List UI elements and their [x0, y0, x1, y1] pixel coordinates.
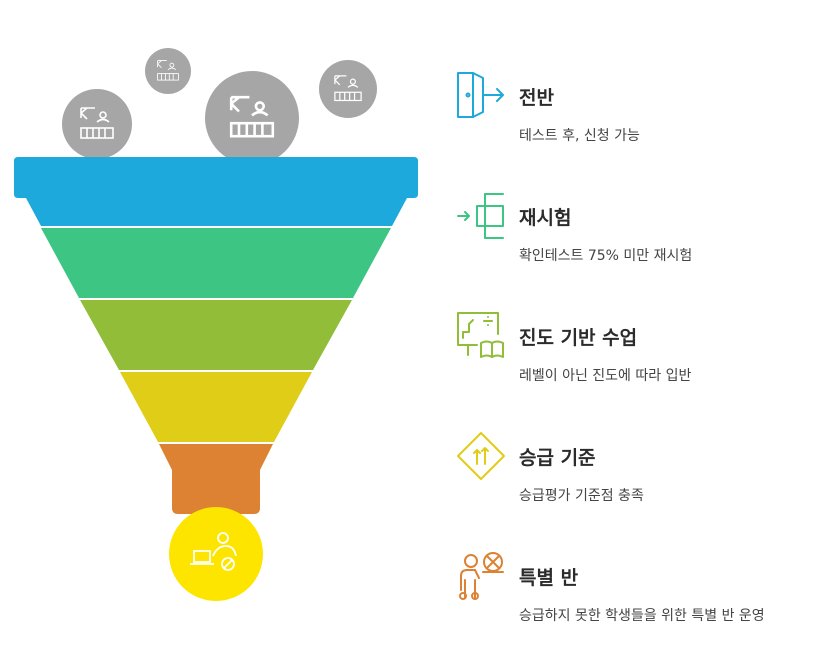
stage-desc: 승급하지 못한 학생들을 위한 특별 반 운영	[519, 608, 765, 624]
funnel-stage-3	[80, 300, 352, 370]
classroom-icon	[229, 95, 275, 138]
stage-title: 진도 기반 수업	[519, 327, 638, 349]
funnel-stage-4	[120, 372, 312, 442]
stage-desc: 테스트 후, 신청 가능	[519, 128, 640, 144]
funnel-stage-5	[159, 444, 273, 514]
classroom-icon	[80, 107, 114, 139]
input-bubble-1	[62, 89, 132, 159]
branch-arrow-icon	[457, 193, 504, 239]
stage-title: 승급 기준	[519, 447, 596, 469]
input-bubble-2	[145, 48, 191, 94]
stage-desc: 레벨이 아닌 진도에 따라 입반	[519, 368, 692, 384]
stage-title: 재시험	[519, 207, 572, 229]
stage-title: 전반	[519, 87, 554, 109]
input-bubble-3	[205, 71, 299, 165]
door-exit-icon	[457, 72, 504, 118]
stage-desc: 승급평가 기준점 충족	[519, 488, 644, 504]
classroom-icon	[157, 60, 179, 81]
input-bubble-4	[319, 60, 377, 118]
funnel-stage-1	[14, 157, 418, 226]
funnel-stage-2	[41, 228, 391, 298]
person-cross-icon	[459, 552, 504, 600]
student-study-icon	[190, 532, 237, 571]
stage-desc: 확인테스트 75% 미만 재시험	[519, 248, 693, 264]
presentation-book-icon	[457, 312, 504, 358]
stage-title: 특별 반	[519, 567, 579, 589]
diamond-sign-arrow-icon	[457, 432, 505, 480]
funnel-outlet	[169, 507, 263, 601]
classroom-icon	[334, 75, 362, 102]
